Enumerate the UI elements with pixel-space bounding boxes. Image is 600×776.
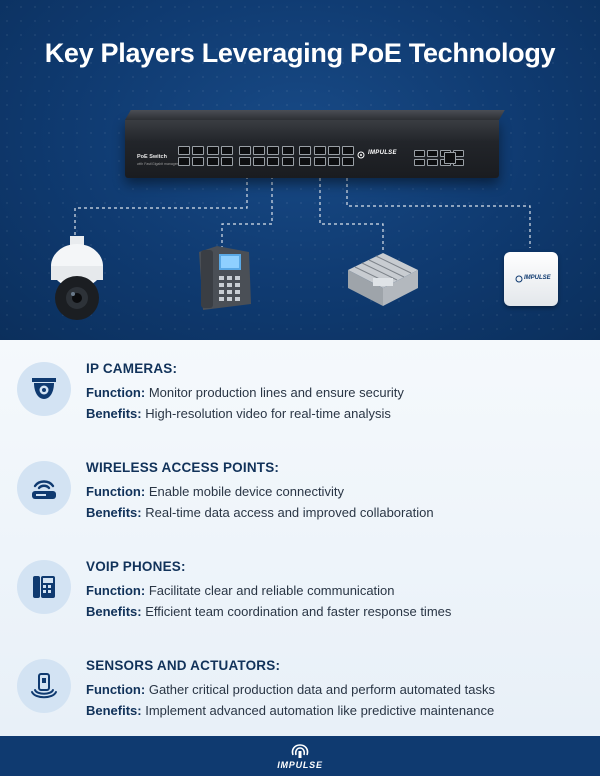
devices-panel: IP CAMERAS: Function: Monitor production…	[0, 340, 600, 736]
switch-port	[253, 157, 265, 166]
list-item: WIRELESS ACCESS POINTS: Function: Enable…	[0, 453, 600, 543]
switch-port	[253, 146, 265, 155]
router-icon	[32, 480, 56, 499]
sensor-connector-line	[319, 172, 384, 250]
switch-port	[427, 159, 438, 166]
switch-port	[221, 146, 234, 155]
switch-logo-icon	[357, 151, 365, 159]
industrial-sensor-image	[348, 253, 418, 306]
benefits-line: Benefits: Efficient team coordination an…	[86, 604, 452, 619]
switch-port	[427, 150, 438, 157]
switch-port	[206, 157, 219, 166]
hero-banner: Key Players Leveraging PoE Technology Po…	[0, 0, 600, 340]
switch-port	[238, 157, 251, 166]
item-title: WIRELESS ACCESS POINTS:	[86, 460, 280, 475]
icon-badge	[17, 362, 71, 416]
voip-phone-image	[199, 246, 251, 310]
ap-brand: IMPULSE	[524, 275, 551, 281]
switch-port	[299, 157, 312, 166]
camera-connector-line	[74, 176, 248, 240]
switch-port	[178, 146, 190, 155]
switch-brand: IMPULSE	[368, 150, 397, 156]
list-item: IP CAMERAS: Function: Monitor production…	[0, 354, 600, 444]
switch-port	[206, 146, 219, 155]
benefits-line: Benefits: Real-time data access and impr…	[86, 505, 434, 520]
icon-badge	[17, 461, 71, 515]
list-item: VOIP PHONES: Function: Facilitate clear …	[0, 552, 600, 642]
switch-top-panel	[125, 110, 505, 120]
function-line: Function: Gather critical production dat…	[86, 682, 495, 697]
switch-port	[178, 157, 190, 166]
switch-port	[444, 152, 456, 164]
access-point-image: IMPULSE	[504, 252, 558, 306]
switch-port	[192, 157, 205, 166]
ap-logo-icon	[515, 275, 523, 283]
switch-port	[414, 159, 425, 166]
benefits-line: Benefits: Implement advanced automation …	[86, 703, 495, 718]
switch-port	[414, 150, 425, 157]
item-title: VOIP PHONES:	[86, 559, 186, 574]
item-title: IP CAMERAS:	[86, 361, 178, 376]
footer: IMPULSE	[0, 736, 600, 776]
switch-port	[313, 146, 326, 155]
item-title: SENSORS AND ACTUATORS:	[86, 658, 281, 673]
switch-port	[267, 157, 280, 166]
footer-brand: IMPULSE	[277, 759, 323, 770]
sensor-icon	[31, 673, 57, 699]
ap-connector-line	[346, 172, 531, 248]
function-line: Function: Monitor production lines and e…	[86, 385, 404, 400]
function-line: Function: Facilitate clear and reliable …	[86, 583, 395, 598]
phone-connector-line	[221, 176, 273, 252]
switch-label: PoE Switch	[137, 154, 167, 160]
switch-port	[281, 157, 294, 166]
dome-camera-icon	[32, 378, 56, 399]
ptz-camera-image	[51, 236, 103, 320]
switch-port	[328, 146, 340, 155]
switch-port	[328, 157, 340, 166]
switch-sublabel: with Fast/Gigabit management	[137, 162, 185, 166]
icon-badge	[17, 560, 71, 614]
switch-port	[192, 146, 205, 155]
phone-icon	[33, 576, 55, 598]
switch-port	[342, 157, 355, 166]
switch-port	[299, 146, 312, 155]
switch-port	[342, 146, 355, 155]
switch-port	[221, 157, 234, 166]
page-title: Key Players Leveraging PoE Technology	[44, 38, 556, 68]
function-line: Function: Enable mobile device connectiv…	[86, 484, 344, 499]
list-item: SENSORS AND ACTUATORS: Function: Gather …	[0, 651, 600, 741]
switch-port	[313, 157, 326, 166]
switch-port	[238, 146, 251, 155]
icon-badge	[17, 659, 71, 713]
connection-lines	[74, 172, 531, 252]
switch-port	[281, 146, 294, 155]
benefits-line: Benefits: High-resolution video for real…	[86, 406, 391, 421]
impulse-logo-icon	[291, 743, 309, 758]
switch-port	[267, 146, 280, 155]
